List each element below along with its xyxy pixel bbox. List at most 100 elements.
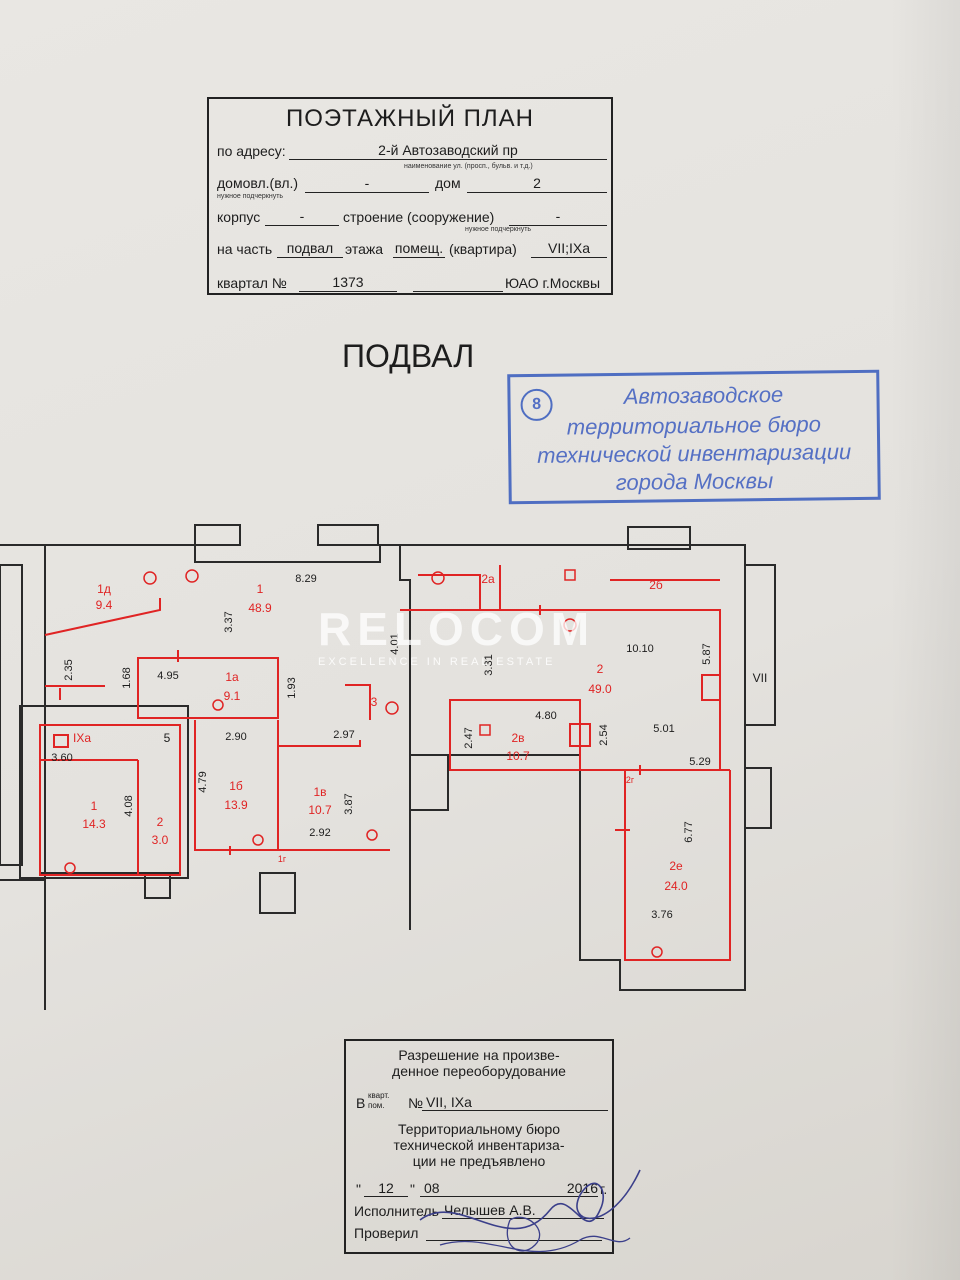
dimension-label: 1.68	[121, 667, 133, 688]
permit-block: Разрешение на произве- денное переоборуд…	[344, 1039, 614, 1254]
title-block-title: ПОЭТАЖНЫЙ ПЛАН	[285, 105, 535, 132]
room-label: 1д	[97, 582, 111, 596]
permit-month: 08	[420, 1180, 524, 1197]
room-label: IXa	[73, 731, 91, 745]
plan-heading: ПОДВАЛ	[342, 338, 475, 374]
dimension-label: 2.97	[333, 729, 354, 741]
plan-partitions	[39, 565, 731, 961]
permit-executor: Челышев А.В.	[442, 1202, 604, 1219]
dimension-label: 2.35	[63, 659, 75, 680]
dimension-label: 2.90	[225, 731, 246, 743]
stamp-line-4: города Москвы	[615, 468, 774, 495]
permit-line-2: денное переоборудование	[392, 1063, 566, 1079]
permit-v-label: В	[356, 1095, 366, 1111]
room-label: 1а	[225, 670, 239, 684]
room-label: 5	[164, 731, 171, 745]
permit-year-suffix: г.	[600, 1181, 608, 1197]
permit-pom: пом.	[368, 1101, 385, 1110]
bti-stamp: 8 Автозаводское территориальное бюро тех…	[507, 369, 881, 505]
stamp-line-1: Автозаводское	[623, 381, 784, 409]
dimension-label: 4.79	[197, 771, 209, 792]
dimension-label: 2.92	[309, 827, 330, 839]
dimension-label: 4.80	[535, 710, 556, 722]
pomesch-label: помещ.	[393, 240, 445, 258]
plan-dimensions: 8.29 3.37 4.01 2.35 1.68 4.95 1.93 2.90 …	[51, 573, 713, 921]
permit-executor-label: Исполнитель	[354, 1203, 439, 1219]
permit-quote-open: "	[356, 1181, 361, 1197]
room-label: 1б	[229, 779, 243, 793]
dimension-label: 3.76	[651, 909, 672, 921]
room-label: 1	[91, 799, 98, 813]
room-label: 2а	[481, 572, 495, 586]
permit-line-3: Территориальному бюро	[397, 1121, 561, 1137]
domovl-label: домовл.(вл.)	[217, 175, 299, 191]
dimension-label: 3.37	[223, 611, 235, 632]
address-label: по адресу:	[217, 143, 286, 159]
room-area: 14.3	[82, 817, 106, 831]
plan-openings	[59, 605, 641, 855]
district-underline	[413, 274, 503, 292]
room-label: 2	[157, 815, 164, 829]
room-label: 2	[597, 662, 604, 676]
dimension-label: 3.60	[51, 752, 72, 764]
permit-quote-close: "	[410, 1181, 415, 1197]
room-label: 3	[371, 695, 378, 709]
permit-kvart: кварт.	[368, 1091, 390, 1100]
kvartira-label: (квартира)	[449, 241, 517, 257]
stroenie-label: строение (сооружение)	[343, 209, 495, 225]
dimension-label: 10.10	[626, 643, 654, 655]
dimension-label: 1.93	[286, 677, 298, 698]
permit-line-4: технической инвентаризa-	[393, 1137, 565, 1153]
address-value: 2-й Автозаводский пр	[289, 142, 607, 160]
signature	[419, 1169, 641, 1253]
district-value: ЮАО г.Москвы	[505, 275, 601, 291]
room-area: 49.0	[588, 682, 612, 696]
permit-day: 12	[364, 1180, 408, 1197]
room-label: 1	[257, 582, 264, 596]
floor-plan: 1д 9.4 1 48.9 1а 9.1 1б 13.9 1в 10.7 1г …	[0, 524, 776, 1010]
stamp-line-3: технической инвентаризации	[537, 439, 852, 468]
plan-walls	[0, 524, 776, 1010]
room-label: 2б	[649, 578, 663, 592]
room-area: 9.1	[224, 689, 241, 703]
dom-label: дом	[435, 175, 461, 191]
watermark-logo: RELOCOM	[318, 603, 596, 655]
sheet-shadow	[890, 0, 960, 1280]
dimension-label: 4.95	[157, 670, 178, 682]
kvartal-value: 1373	[299, 274, 397, 292]
korpus-label: корпус	[217, 209, 261, 225]
permit-premises: VII, IXa	[422, 1094, 608, 1111]
plan-labels: 1д 9.4 1 48.9 1а 9.1 1б 13.9 1в 10.7 1г …	[73, 572, 767, 893]
dom-value: 2	[467, 175, 607, 193]
dimension-label: 2.54	[598, 724, 610, 745]
dimension-label: 8.29	[295, 573, 316, 585]
stroenie-hint: нужное подчеркнуть	[465, 226, 532, 233]
dimension-label: 6.77	[683, 821, 695, 842]
dimension-label: 5.29	[689, 756, 710, 768]
dimension-label: 4.08	[123, 795, 135, 816]
stamp-line-2: территориальное бюро	[566, 411, 822, 440]
permit-no-label: №	[408, 1095, 424, 1111]
domovl-value: -	[305, 175, 429, 193]
room-area: 10.7	[506, 749, 530, 763]
room-label: 1в	[313, 785, 326, 799]
room-area: 10.7	[308, 803, 332, 817]
permit-checked-line	[426, 1224, 602, 1241]
dimension-label: 5.87	[701, 643, 713, 664]
stroenie-value: -	[509, 208, 607, 226]
room-area: 48.9	[248, 601, 272, 615]
dimension-label: 3.87	[343, 793, 355, 814]
address-hint: наименование ул. (просп., бульв. и т.д.)	[404, 163, 533, 170]
permit-line-5: ции не предъявлено	[412, 1153, 546, 1169]
korpus-value: -	[265, 208, 339, 226]
room-label: VII	[753, 671, 768, 685]
dimension-label: 3.31	[483, 654, 495, 675]
dimension-label: 4.01	[389, 633, 401, 654]
dimension-label: 2.47	[463, 727, 475, 748]
room-area: 3.0	[152, 833, 169, 847]
permit-line-1: Разрешение на произве-	[398, 1047, 560, 1063]
nachast-label: на часть	[217, 241, 273, 257]
floor-value: подвал	[277, 240, 343, 258]
premises-value: VII;IXa	[531, 240, 607, 258]
